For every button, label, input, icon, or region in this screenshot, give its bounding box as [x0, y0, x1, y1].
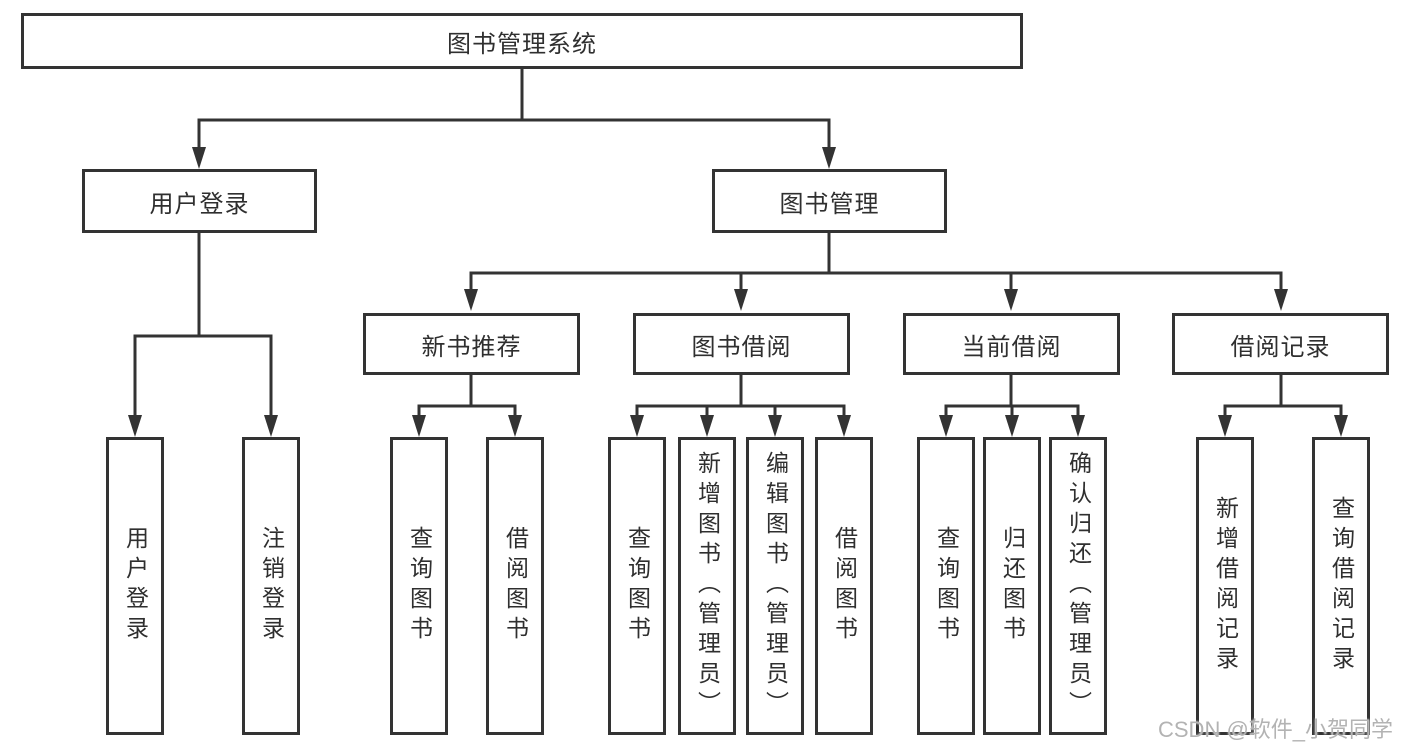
leaf-records-query-record: 查询借阅记录 — [1312, 437, 1370, 735]
node-user-login-label: 用户登录 — [149, 190, 250, 218]
leaf-borrowing-query-books-label: 查询图书 — [624, 526, 651, 646]
node-current-borrowing-label: 当前借阅 — [961, 333, 1062, 361]
node-current-borrowing: 当前借阅 — [903, 313, 1120, 375]
leaf-user-login: 用户登录 — [106, 437, 164, 735]
leaf-current-return-books-label: 归还图书 — [999, 526, 1026, 646]
node-new-book-recommend-label: 新书推荐 — [421, 333, 522, 361]
node-book-borrowing-label: 图书借阅 — [691, 333, 792, 361]
leaf-borrowing-borrow-books: 借阅图书 — [815, 437, 873, 735]
leaf-borrowing-edit-books-admin: 编辑图书（管理员） — [746, 437, 804, 735]
leaf-recommend-borrow-books-label: 借阅图书 — [502, 526, 529, 646]
node-root: 图书管理系统 — [21, 13, 1023, 69]
leaf-current-confirm-return-admin: 确认归还（管理员） — [1049, 437, 1107, 735]
leaf-borrowing-add-books-admin-label: 新增图书（管理员） — [694, 451, 721, 721]
leaf-recommend-borrow-books: 借阅图书 — [486, 437, 544, 735]
arrowhead-icons — [128, 147, 1348, 437]
leaf-records-add-record: 新增借阅记录 — [1196, 437, 1254, 735]
leaf-user-login-label: 用户登录 — [122, 526, 149, 646]
node-root-label: 图书管理系统 — [447, 30, 597, 58]
leaf-records-add-record-label: 新增借阅记录 — [1212, 496, 1239, 676]
leaf-current-return-books: 归还图书 — [983, 437, 1041, 735]
leaf-borrowing-borrow-books-label: 借阅图书 — [831, 526, 858, 646]
leaf-borrowing-add-books-admin: 新增图书（管理员） — [678, 437, 736, 735]
leaf-current-query-books: 查询图书 — [917, 437, 975, 735]
leaf-recommend-query-books-label: 查询图书 — [406, 526, 433, 646]
node-borrowing-records-label: 借阅记录 — [1230, 333, 1331, 361]
node-book-borrowing: 图书借阅 — [633, 313, 850, 375]
leaf-recommend-query-books: 查询图书 — [390, 437, 448, 735]
node-borrowing-records: 借阅记录 — [1172, 313, 1389, 375]
node-book-management: 图书管理 — [712, 169, 947, 233]
leaf-current-query-books-label: 查询图书 — [933, 526, 960, 646]
leaf-logout-login: 注销登录 — [242, 437, 300, 735]
leaf-borrowing-query-books: 查询图书 — [608, 437, 666, 735]
leaf-logout-login-label: 注销登录 — [258, 526, 285, 646]
node-user-login: 用户登录 — [82, 169, 317, 233]
csdn-watermark: CSDN @软件_小贺同学 — [1158, 717, 1394, 742]
leaf-current-confirm-return-admin-label: 确认归还（管理员） — [1065, 451, 1092, 721]
leaf-borrowing-edit-books-admin-label: 编辑图书（管理员） — [762, 451, 789, 721]
node-new-book-recommend: 新书推荐 — [363, 313, 580, 375]
node-book-management-label: 图书管理 — [779, 190, 880, 218]
leaf-records-query-record-label: 查询借阅记录 — [1328, 496, 1355, 676]
